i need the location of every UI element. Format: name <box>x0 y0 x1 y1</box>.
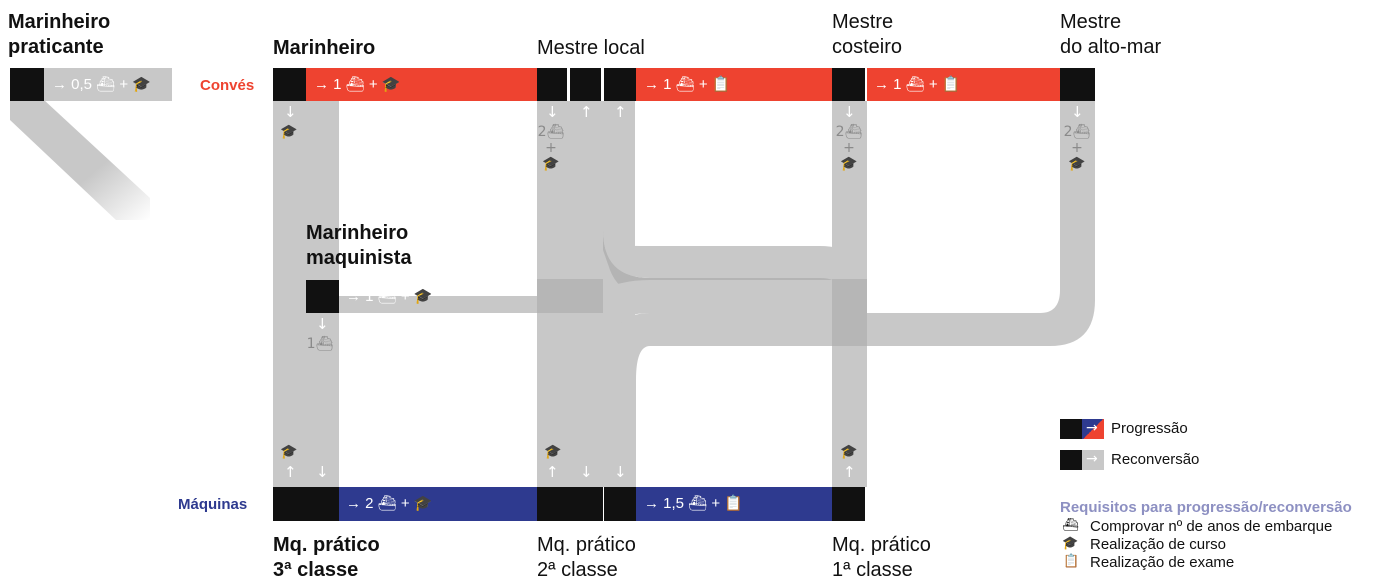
arrow-up-icon: ↑ <box>614 103 627 121</box>
arrow-down-icon: ↓ <box>316 315 329 333</box>
legend-progressao-label: Progressão <box>1111 420 1188 437</box>
node-mestre-local-b <box>570 68 601 101</box>
conves-step-3-label: → 1 ⛴ + 📋 <box>874 76 961 93</box>
up-course-label-1: 🎓 <box>280 444 298 460</box>
node-mestre-local-a <box>537 68 567 101</box>
maquinas-step-1-label: → 2 ⛴ + 🎓 <box>346 495 433 512</box>
legend-progressao-arrow <box>1082 419 1104 439</box>
arrow-up-icon: ↑ <box>546 463 559 481</box>
legend-progressao-swatch <box>1060 419 1082 439</box>
node-mestre-costeiro <box>832 68 865 101</box>
node-mestre-local-c <box>604 68 636 101</box>
requirement-course-label: Realização de curso <box>1090 536 1226 553</box>
arrow-up-icon: ↑ <box>580 103 593 121</box>
node-mq-pratico-2 <box>537 487 603 521</box>
row-label-conves: Convés <box>200 77 255 94</box>
maquinas-step-1 <box>339 487 537 521</box>
requirement-ship-label: Comprovar nº de anos de embarque <box>1090 518 1333 535</box>
arrow-down-icon: ↓ <box>614 463 627 481</box>
arrow-right-icon: → <box>1086 451 1098 467</box>
node-mq-pratico-3 <box>273 487 339 521</box>
arrow-down-icon: ↓ <box>843 103 856 121</box>
arrow-right-icon: → <box>1086 420 1098 436</box>
marinheiro-down-label: 🎓 <box>280 124 298 140</box>
legend-reconversao-swatch <box>1060 450 1082 470</box>
node-mq-pratico-2-b <box>604 487 636 521</box>
requirements-title: Requisitos para progressão/reconversão <box>1060 499 1352 516</box>
conves-step-3 <box>867 68 1060 101</box>
up-course-label-2: 🎓 <box>544 444 562 460</box>
arrow-down-icon: ↓ <box>316 463 329 481</box>
node-marinheiro-praticante <box>10 68 44 101</box>
requirement-exam-label: Realização de exame <box>1090 554 1235 571</box>
arrow-up-icon: ↑ <box>843 463 856 481</box>
legend-reconversao-label: Reconversão <box>1111 451 1200 468</box>
alto-mar-down-label: 2⛴ + 🎓 <box>1063 124 1091 172</box>
node-mestre-alto-mar <box>1060 68 1095 101</box>
maquinas-step-2 <box>636 487 832 521</box>
row-label-maquinas: Máquinas <box>178 496 248 513</box>
arrow-down-icon: ↓ <box>284 103 297 121</box>
praticante-diagonal <box>10 100 150 220</box>
arrow-down-icon: ↓ <box>1071 103 1084 121</box>
conves-step-2-label: → 1 ⛴ + 📋 <box>644 76 731 93</box>
arrow-down-icon: ↓ <box>546 103 559 121</box>
node-marinheiro <box>273 68 306 101</box>
maquinista-down-label: 1⛴ <box>306 336 334 352</box>
costeiro-down-label: 2⛴ + 🎓 <box>835 124 863 172</box>
node-marinheiro-maquinista <box>306 280 339 313</box>
title-marinheiro: Marinheiro <box>273 37 376 59</box>
conves-step-1-label: → 1 ⛴ + 🎓 <box>314 76 401 93</box>
ship-icon: ⛴ <box>1062 518 1079 533</box>
legend-reconversao-arrow <box>1082 450 1104 470</box>
mestre-local-down-label: 2⛴ + 🎓 <box>537 124 565 172</box>
praticante-step-label: → 0,5 ⛴ + 🎓 <box>52 76 152 93</box>
node-mq-pratico-1 <box>832 487 865 521</box>
up-course-label-3: 🎓 <box>840 444 858 460</box>
conves-step-1 <box>306 68 537 101</box>
graduation-cap-icon: 🎓 <box>1062 536 1079 551</box>
maquinista-step-label: → 1 ⛴ + 🎓 <box>346 288 433 305</box>
praticante-step-bar <box>44 68 172 101</box>
arrow-up-icon: ↑ <box>284 463 297 481</box>
title-mestre-local: Mestre local <box>537 37 645 59</box>
maquinas-step-2-label: → 1,5 ⛴ + 📋 <box>644 495 744 512</box>
exam-icon: 📋 <box>1063 554 1080 569</box>
conves-step-2 <box>636 68 832 101</box>
arrow-down-icon: ↓ <box>580 463 593 481</box>
